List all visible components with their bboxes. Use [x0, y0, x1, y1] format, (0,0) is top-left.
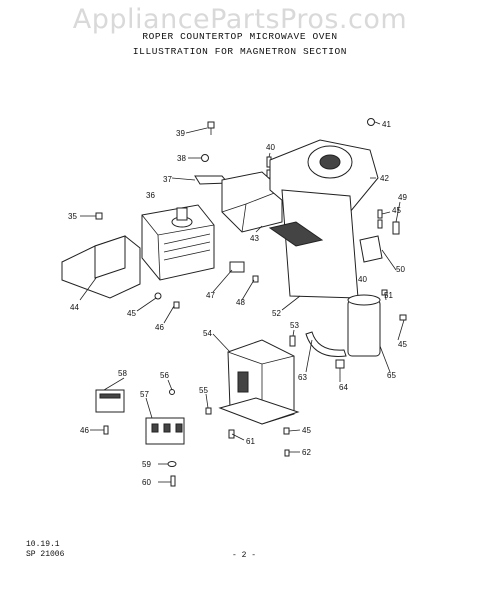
part-47-thermal-cutout	[229, 261, 245, 273]
callout-37: 37	[163, 175, 172, 184]
part-39-screw	[207, 121, 215, 135]
callout-65: 65	[387, 371, 396, 380]
part-65-capacitor	[347, 289, 407, 357]
part-57-switch	[145, 417, 185, 445]
part-54-transformer	[218, 339, 300, 425]
part-36-magnetron	[141, 204, 215, 281]
part-43-air-duct	[221, 171, 283, 233]
callout-52: 52	[272, 309, 281, 318]
diagram-title: ROPER COUNTERTOP MICROWAVE OVEN	[142, 31, 338, 42]
part-58-relay	[95, 389, 125, 413]
leader-lines	[79, 121, 405, 483]
part-50-bracket	[359, 209, 400, 263]
callout-51: 51	[384, 291, 393, 300]
callout-63: 63	[298, 373, 307, 382]
callout-59: 59	[142, 460, 151, 469]
callout-46-left: 46	[155, 323, 164, 332]
callout-54: 54	[203, 329, 212, 338]
part-53-screw	[289, 335, 296, 347]
callout-57: 57	[140, 390, 149, 399]
callout-45-bottom: 45	[302, 426, 311, 435]
watermark-text: AppliancePartsPros.com	[72, 4, 408, 35]
part-63-capacitor-clamp	[305, 331, 347, 358]
diagram-subtitle: ILLUSTRATION FOR MAGNETRON SECTION	[132, 46, 348, 57]
callout-47: 47	[206, 291, 215, 300]
callout-35: 35	[68, 212, 77, 221]
callout-39: 39	[176, 129, 185, 138]
callout-55: 55	[199, 386, 208, 395]
callout-61: 61	[246, 437, 255, 446]
callout-64: 64	[339, 383, 348, 392]
part-64-diode	[335, 359, 345, 369]
part-44-duct-panel	[61, 235, 141, 299]
callout-38: 38	[177, 154, 186, 163]
callout-43: 43	[250, 234, 259, 243]
callout-49: 49	[398, 193, 407, 202]
part-48-screw	[252, 275, 259, 283]
callout-58: 58	[118, 369, 127, 378]
footer-date: 10.19.1	[26, 540, 60, 549]
callout-36: 36	[146, 191, 155, 200]
callout-45-left: 45	[127, 309, 136, 318]
callout-41: 41	[382, 120, 391, 129]
callout-62: 62	[302, 448, 311, 457]
callout-48: 48	[236, 298, 245, 307]
callout-50: 50	[396, 265, 405, 274]
callout-40-bottom: 40	[358, 275, 367, 284]
footer-code: SP 21006	[26, 550, 65, 559]
part-35-screw	[80, 212, 103, 220]
callout-44: 44	[70, 303, 79, 312]
part-38-nut	[201, 154, 209, 162]
callout-53: 53	[290, 321, 299, 330]
callout-45-right: 45	[392, 206, 401, 215]
part-52-baffle-plate	[268, 189, 359, 299]
part-56-screw	[169, 389, 175, 395]
part-45-46-hardware	[154, 292, 180, 309]
part-41-screw	[367, 118, 375, 126]
callout-46-bottom: 46	[80, 426, 89, 435]
callout-42: 42	[380, 174, 389, 183]
footer-page-number: - 2 -	[232, 551, 257, 560]
callout-60: 60	[142, 478, 151, 487]
callout-40-top: 40	[266, 143, 275, 152]
callout-45-capacitor: 45	[398, 340, 407, 349]
callout-56: 56	[160, 371, 169, 380]
